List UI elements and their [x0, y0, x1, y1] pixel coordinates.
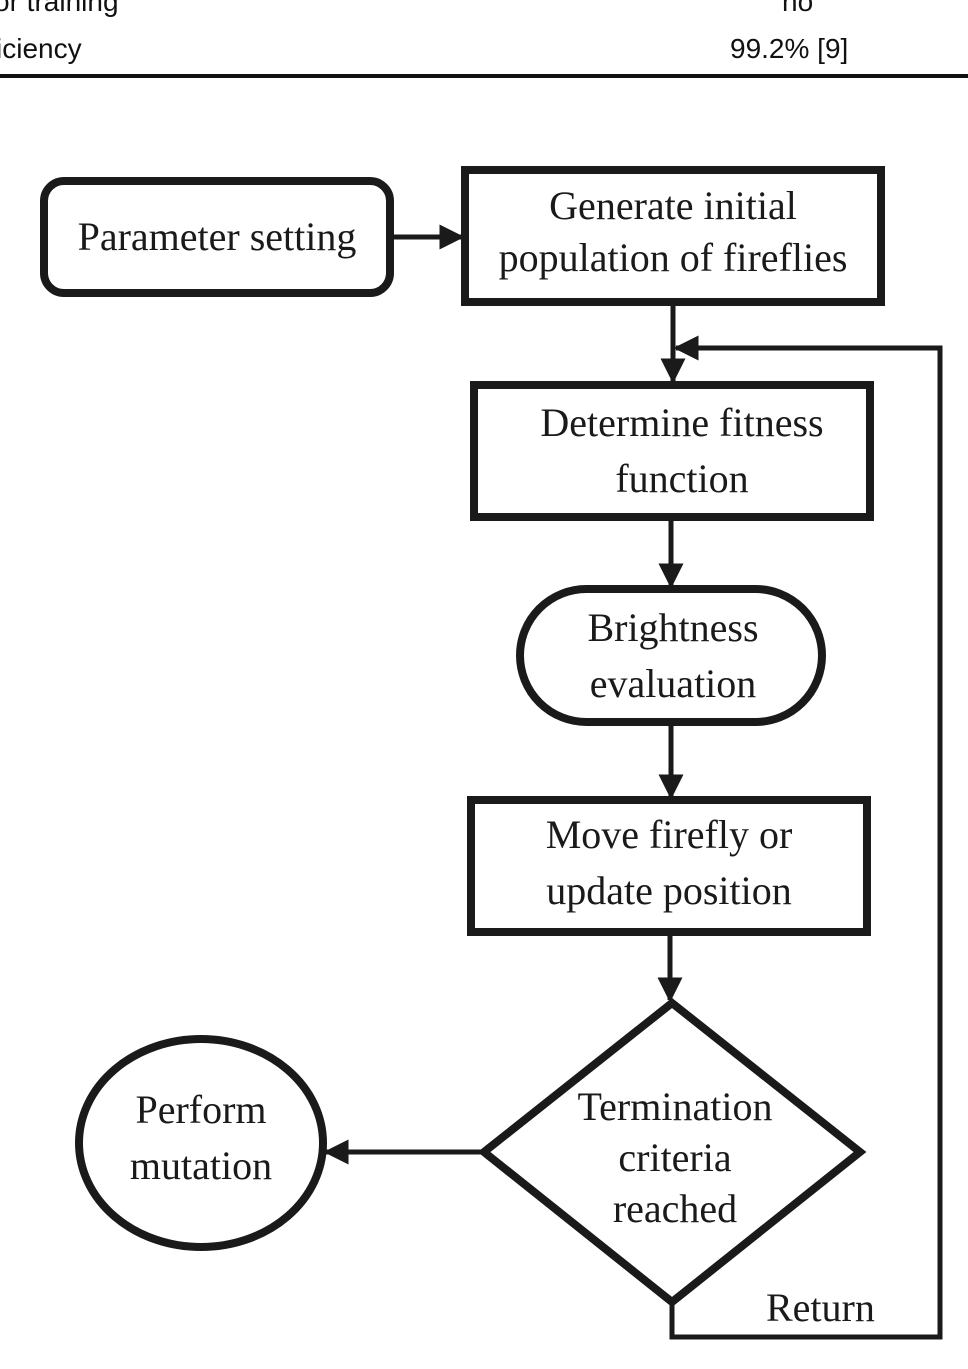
- brightness-evaluation-label: Brightness evaluation: [587, 605, 759, 706]
- table-row1-value: no: [782, 0, 814, 17]
- table-fragment: or training no iciency 99.2% [9]: [0, 0, 968, 80]
- termination-check-label: Termination criteria reached: [577, 1084, 773, 1231]
- table-row1-label: or training: [0, 0, 119, 17]
- table-bottom-rule: [0, 74, 968, 78]
- edge-return-loop: [669, 335, 943, 1340]
- determine-fitness-label: Determine fitness function: [540, 400, 824, 501]
- perform-mutation-label: Perform mutation: [129, 1087, 273, 1188]
- table-row2-label: iciency: [0, 33, 82, 64]
- move-firefly-label: Move firefly or update position: [545, 812, 793, 913]
- parameter-setting-label: Parameter setting: [77, 214, 357, 259]
- return-edge-label: Return: [766, 1285, 875, 1330]
- perform-mutation-ellipse: [75, 1035, 327, 1251]
- table-row2-value: 99.2% [9]: [730, 33, 849, 64]
- generate-population-label: Generate initial population of fireflies: [498, 183, 848, 280]
